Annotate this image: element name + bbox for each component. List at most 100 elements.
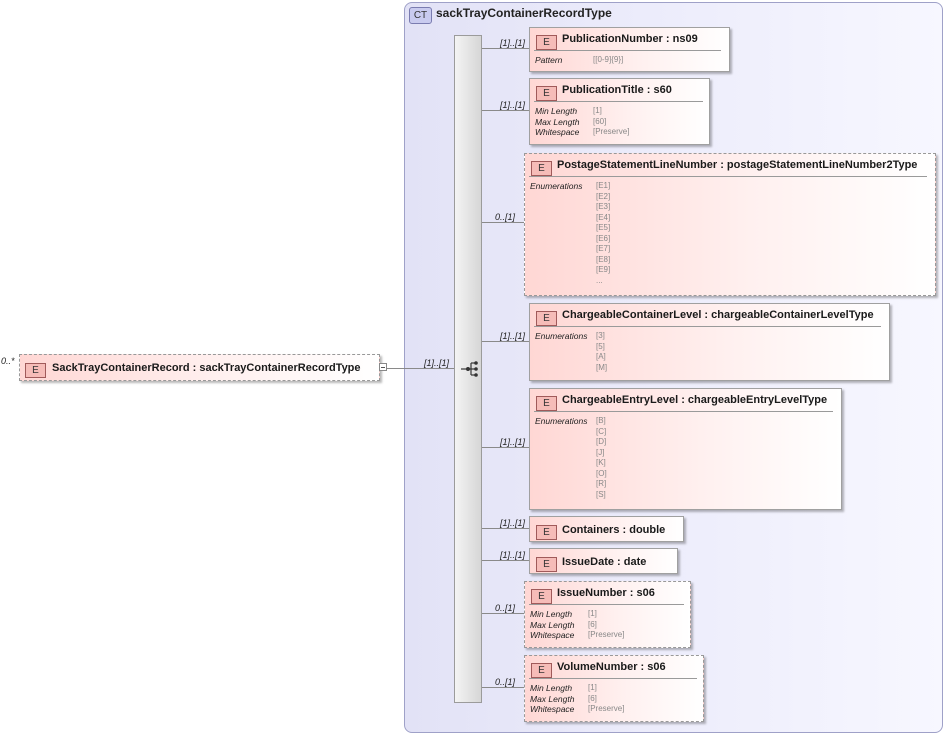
element-title: PostageStatementLineNumber : postageStat… bbox=[557, 159, 918, 171]
element-title: Containers : double bbox=[562, 524, 666, 536]
element-icon: E bbox=[531, 161, 552, 176]
element-multiplicity: [1]..[1] bbox=[500, 518, 526, 528]
element-multiplicity: 0..[1] bbox=[495, 677, 516, 687]
facet-separator bbox=[529, 176, 927, 177]
element-icon: E bbox=[536, 557, 557, 572]
element-title: PublicationTitle : s60 bbox=[562, 84, 672, 96]
facet-value: [A] bbox=[596, 352, 606, 361]
connector-line bbox=[482, 528, 529, 529]
facet-value: [Preserve] bbox=[588, 704, 625, 713]
connector-line bbox=[482, 613, 524, 614]
sequence-multiplicity: [1]..[1] bbox=[424, 358, 450, 368]
facet-value: [O] bbox=[596, 468, 607, 478]
facet-value: [S] bbox=[596, 489, 606, 499]
facet-value: [E4] bbox=[596, 212, 611, 222]
element-icon: E bbox=[536, 311, 557, 326]
root-multiplicity: 0..* bbox=[1, 356, 15, 366]
element-multiplicity: [1]..[1] bbox=[500, 331, 526, 341]
complex-type-badge: CT bbox=[409, 7, 432, 24]
facet-separator bbox=[534, 101, 703, 102]
facet-separator bbox=[534, 326, 881, 327]
element-card[interactable]: E IssueDate : date bbox=[529, 548, 678, 574]
facet-separator bbox=[529, 604, 684, 605]
element-multiplicity: 0..[1] bbox=[495, 212, 516, 222]
facet-separator bbox=[534, 411, 833, 412]
facet-separator bbox=[534, 50, 721, 51]
facet-value: [E3] bbox=[596, 202, 611, 211]
facet-value: [E8] bbox=[596, 254, 611, 264]
element-icon: E bbox=[536, 396, 557, 411]
facet-value: ... bbox=[596, 275, 603, 285]
connector-line bbox=[482, 222, 524, 223]
facet-value: [1] bbox=[593, 106, 602, 115]
sequence-icon bbox=[461, 361, 478, 377]
facet-value: [E2] bbox=[596, 191, 611, 201]
element-card[interactable]: E Containers : double bbox=[529, 516, 684, 542]
facet-label: Whitespace bbox=[535, 127, 580, 137]
element-multiplicity: [1]..[1] bbox=[500, 100, 526, 110]
facet-value: [C] bbox=[596, 426, 607, 436]
connector-line bbox=[482, 110, 529, 111]
facet-value: [E7] bbox=[596, 244, 611, 253]
element-multiplicity: [1]..[1] bbox=[500, 38, 526, 48]
element-card[interactable]: E ChargeableContainerLevel : chargeableCo… bbox=[529, 303, 890, 381]
complex-type-name: sackTrayContainerRecordType bbox=[436, 6, 612, 20]
element-title: ChargeableContainerLevel : chargeableCon… bbox=[562, 309, 874, 321]
element-icon: E bbox=[536, 35, 557, 50]
element-title: ChargeableEntryLevel : chargeableEntryLe… bbox=[562, 394, 828, 406]
element-card[interactable]: E ChargeableEntryLevel : chargeableEntryL… bbox=[529, 388, 842, 510]
element-multiplicity: [1]..[1] bbox=[500, 550, 526, 560]
connector-line bbox=[482, 687, 524, 688]
facet-value: [K] bbox=[596, 458, 606, 467]
facet-separator bbox=[529, 678, 697, 679]
facet-label: Enumerations bbox=[535, 331, 588, 341]
root-connector bbox=[387, 368, 454, 369]
element-icon: E bbox=[531, 589, 552, 604]
element-icon: E bbox=[536, 525, 557, 540]
facet-value: [E6] bbox=[596, 233, 611, 243]
facet-label: Whitespace bbox=[530, 630, 575, 640]
facet-label: Max Length bbox=[530, 693, 575, 704]
root-element[interactable]: E SackTrayContainerRecord : sackTrayCont… bbox=[19, 354, 380, 381]
facet-value: [Preserve] bbox=[588, 630, 625, 639]
facet-value: [[0-9]{9}] bbox=[593, 55, 624, 64]
element-card[interactable]: E PostageStatementLineNumber : postageSta… bbox=[524, 153, 936, 296]
element-title: IssueDate : date bbox=[562, 556, 647, 568]
facet-value: [E9] bbox=[596, 265, 611, 274]
facet-label: Whitespace bbox=[530, 704, 575, 714]
facet-value: [D] bbox=[596, 437, 607, 446]
element-multiplicity: 0..[1] bbox=[495, 603, 516, 613]
connector-line bbox=[482, 341, 529, 342]
facet-label: Enumerations bbox=[530, 181, 583, 191]
facet-value: [5] bbox=[596, 341, 605, 351]
facet-value: [60] bbox=[593, 116, 607, 126]
facet-label: Pattern bbox=[535, 55, 563, 65]
element-title: VolumeNumber : s06 bbox=[557, 661, 666, 673]
facet-value: [M] bbox=[596, 362, 608, 372]
root-element-title: SackTrayContainerRecord : sackTrayContai… bbox=[52, 362, 361, 374]
facet-value: [6] bbox=[588, 619, 597, 629]
facet-label: Enumerations bbox=[535, 416, 588, 426]
connector-line bbox=[482, 447, 529, 448]
facet-value: [J] bbox=[596, 447, 605, 457]
facet-label: Min Length bbox=[530, 609, 573, 619]
facet-value: [3] bbox=[596, 331, 605, 340]
facet-value: [1] bbox=[588, 609, 597, 618]
facet-label: Max Length bbox=[530, 619, 575, 630]
element-title: PublicationNumber : ns09 bbox=[562, 33, 698, 45]
collapse-toggle[interactable] bbox=[379, 363, 387, 371]
facet-value: [1] bbox=[588, 683, 597, 692]
connector-line bbox=[482, 560, 529, 561]
facet-value: [E5] bbox=[596, 223, 611, 232]
facet-value: [Preserve] bbox=[593, 127, 630, 136]
facet-label: Min Length bbox=[530, 683, 573, 693]
facet-value: [E1] bbox=[596, 181, 611, 190]
element-icon: E bbox=[536, 86, 557, 101]
facet-label: Max Length bbox=[535, 116, 580, 127]
element-multiplicity: [1]..[1] bbox=[500, 437, 526, 447]
facet-label: Min Length bbox=[535, 106, 578, 116]
